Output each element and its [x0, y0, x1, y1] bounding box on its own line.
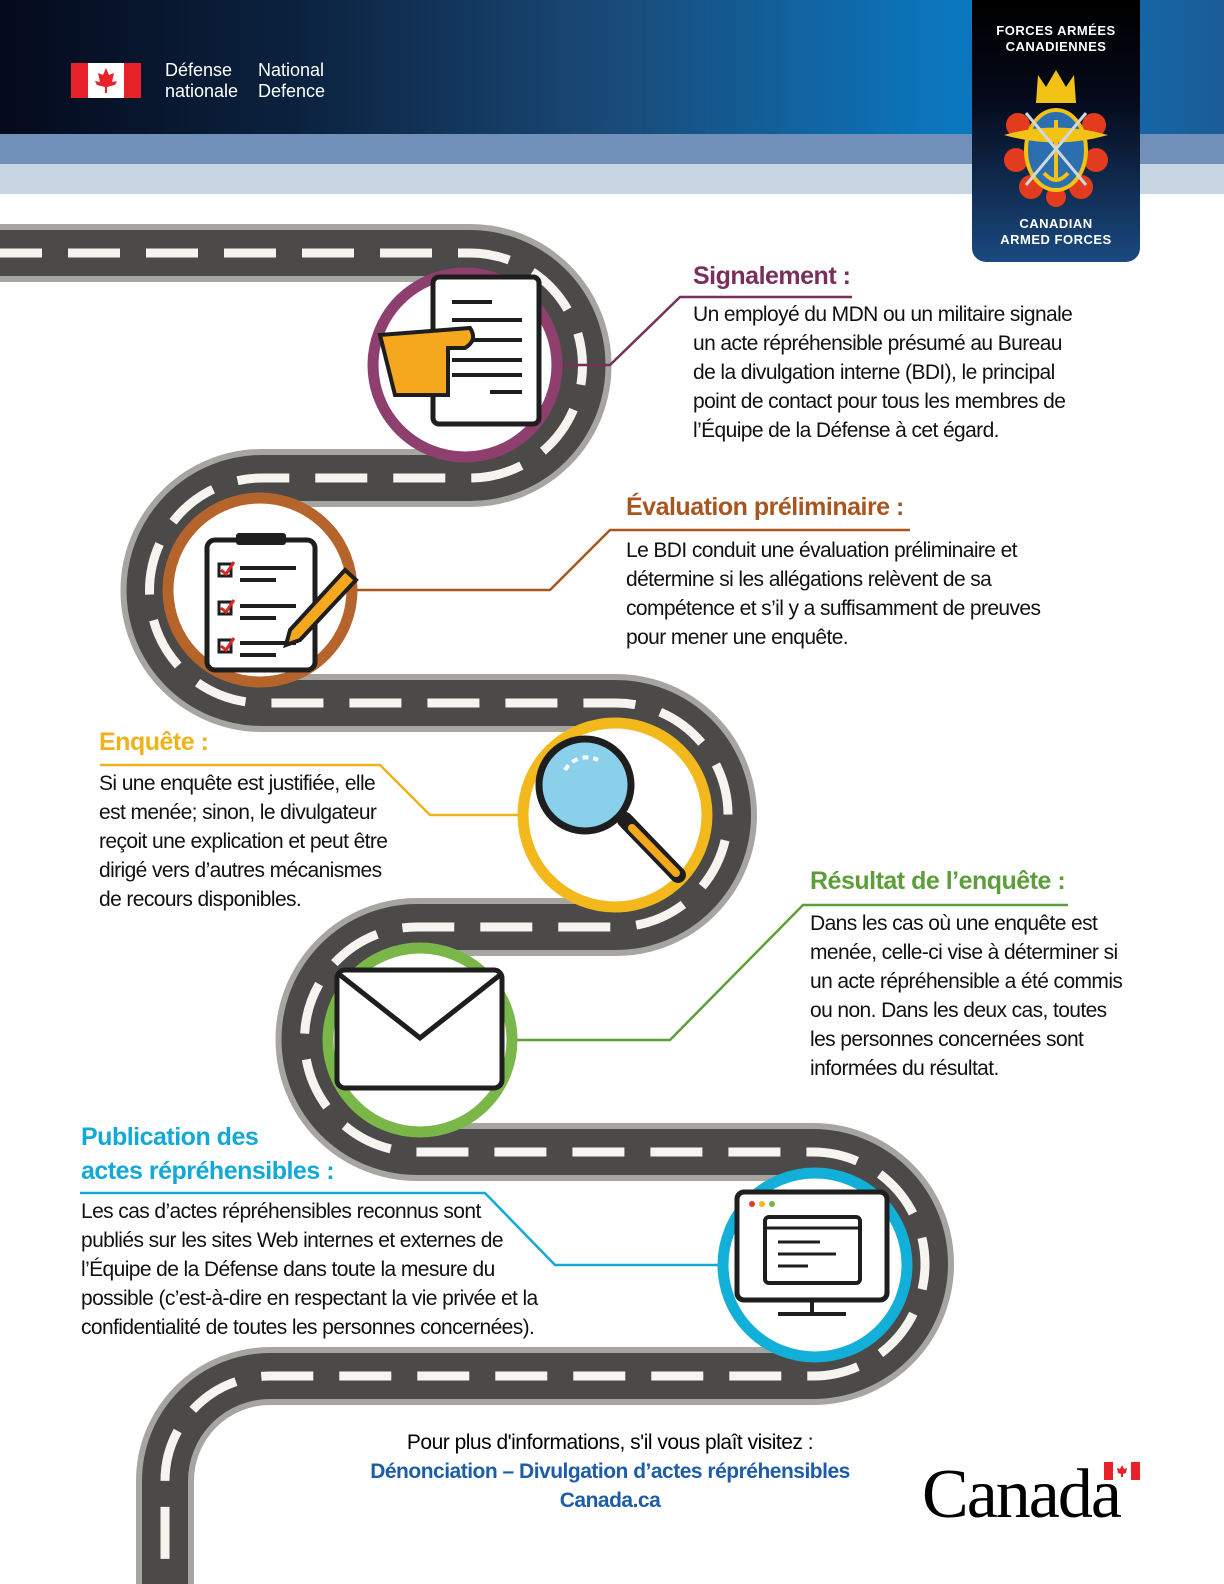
text-line: pour mener une enquête. — [626, 626, 849, 649]
step-title-resultat: Résultat de l’enquête : — [810, 867, 1066, 895]
text-line: point de contact pour tous les membres d… — [693, 390, 1066, 413]
title-line: Publication des — [81, 1123, 259, 1151]
step-title-publication: Publication des actes répréhensibles : — [81, 1120, 335, 1188]
wordmark-text: Canada — [922, 1456, 1122, 1533]
dept-fr-line: Défense — [165, 60, 233, 80]
envelope-icon — [322, 942, 518, 1138]
connector-line — [100, 763, 520, 817]
text-line: menée, celle-ci vise à déterminer si — [810, 941, 1118, 964]
text-line: Les cas d’actes répréhensibles reconnus … — [81, 1200, 481, 1223]
department-name-fr: Défense nationale — [165, 60, 238, 102]
connector-line — [350, 528, 910, 592]
step-text-enquete: Si une enquête est justifiée, elle est m… — [99, 769, 388, 914]
connector-line — [80, 1191, 720, 1267]
text-line: compétence et s’il y a suffisamment de p… — [626, 597, 1041, 620]
dept-fr-line: nationale — [165, 81, 239, 101]
dept-en-line: Defence — [258, 81, 326, 101]
checklist-icon — [162, 492, 359, 688]
text-line: confidentialité de toutes les personnes … — [81, 1316, 535, 1339]
canada-wordmark: Canada — [922, 1455, 1122, 1535]
step-title-enquete: Enquête : — [99, 728, 209, 756]
caf-emblem-icon — [1004, 70, 1108, 207]
text-line: est menée; sinon, le divulgateur — [99, 801, 377, 824]
text-line: publiés sur les sites Web internes et ex… — [81, 1229, 504, 1252]
badge-text: FORCES ARMÉES — [996, 23, 1116, 38]
step-text-signalement: Un employé du MDN ou un militaire signal… — [693, 300, 1073, 445]
title-line: actes répréhensibles : — [81, 1157, 335, 1185]
department-name-en: National Defence — [258, 60, 325, 102]
text-line: les personnes concernées sont — [810, 1028, 1084, 1051]
step-text-publication: Les cas d’actes répréhensibles reconnus … — [81, 1197, 538, 1342]
footer-intro: Pour plus d'informations, s'il vous plaî… — [406, 1431, 814, 1454]
text-line: un acte répréhensible a été commis — [810, 970, 1123, 993]
text-line: l’Équipe de la Défense dans toute la mes… — [81, 1258, 495, 1281]
text-line: informées du résultat. — [810, 1057, 999, 1080]
badge-text: CANADIAN — [1019, 216, 1093, 231]
text-line: Le BDI conduit une évaluation préliminai… — [626, 539, 1018, 562]
step-title-signalement: Signalement : — [693, 262, 851, 290]
dept-en-line: National — [258, 60, 325, 80]
whistleblowing-link[interactable]: Dénonciation – Divulgation d’actes répré… — [370, 1460, 850, 1483]
wordmark-flag-icon — [1104, 1462, 1140, 1480]
step-title-evaluation: Évaluation préliminaire : — [626, 493, 904, 521]
footer-info: Pour plus d'informations, s'il vous plaî… — [300, 1428, 920, 1515]
step-text-evaluation: Le BDI conduit une évaluation préliminai… — [626, 536, 1041, 652]
badge-text: CANADIENNES — [1005, 39, 1107, 54]
website-monitor-icon — [717, 1167, 913, 1363]
text-line: l’Équipe de la Défense à cet égard. — [693, 419, 999, 442]
magnifying-glass-icon — [517, 717, 713, 913]
text-line: de recours disponibles. — [99, 888, 302, 911]
badge-text: ARMED FORCES — [1000, 232, 1112, 247]
text-line: dirigé vers d’autres mécanismes — [99, 859, 382, 882]
connector-line — [560, 295, 852, 367]
text-line: de la divulgation interne (BDI), le prin… — [693, 361, 1055, 384]
text-line: Dans les cas où une enquête est — [810, 912, 1098, 935]
text-line: Un employé du MDN ou un militaire signal… — [693, 303, 1073, 326]
report-document-icon — [367, 267, 563, 463]
text-line: Si une enquête est justifiée, elle — [99, 772, 376, 795]
text-line: un acte répréhensible présumé au Bureau — [693, 332, 1062, 355]
connector-line — [515, 903, 1068, 1042]
step-text-resultat: Dans les cas où une enquête est menée, c… — [810, 909, 1123, 1083]
text-line: ou non. Dans les deux cas, toutes — [810, 999, 1107, 1022]
text-line: possible (c’est-à-dire en respectant la … — [81, 1287, 538, 1310]
canada-ca-link[interactable]: Canada.ca — [559, 1489, 661, 1512]
canada-flag-icon — [71, 63, 141, 98]
text-line: détermine si les allégations relèvent de… — [626, 568, 992, 591]
text-line: reçoit une explication et peut être — [99, 830, 388, 853]
